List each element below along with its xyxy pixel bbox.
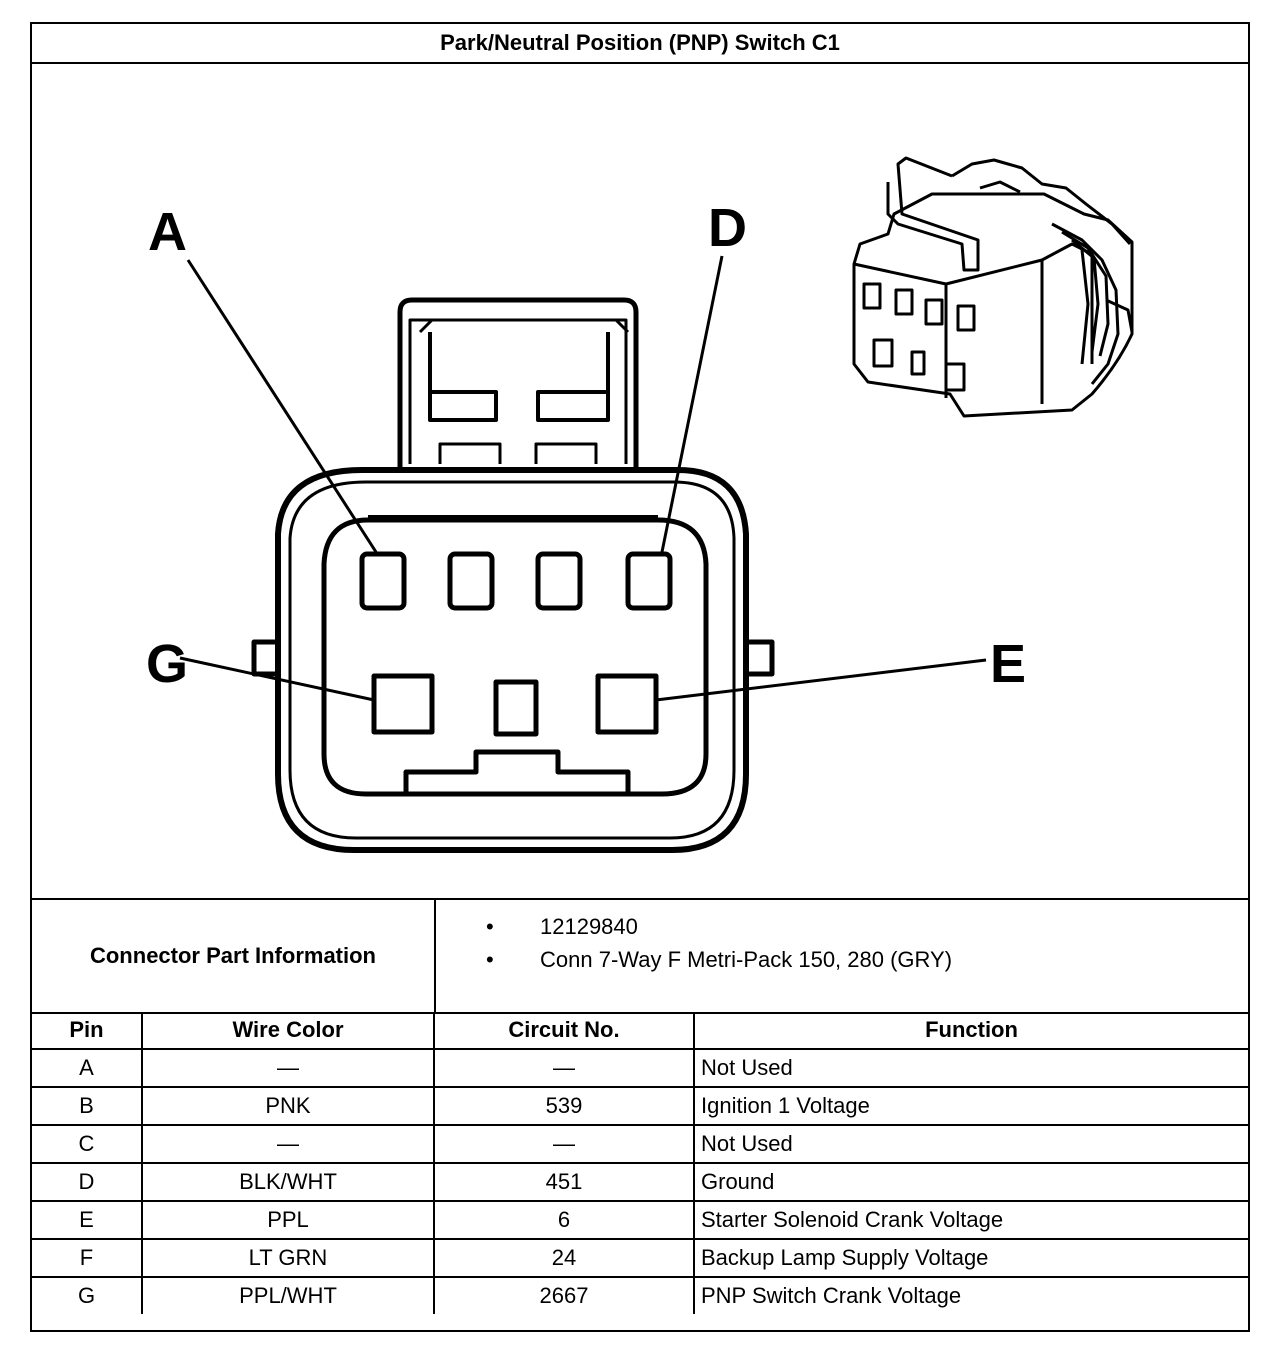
cell-circuit: — bbox=[433, 1048, 695, 1088]
cell-wire: — bbox=[141, 1048, 435, 1088]
leader-a bbox=[186, 259, 378, 553]
cell-circuit: 2667 bbox=[433, 1276, 695, 1314]
cell-function: Not Used bbox=[693, 1124, 1248, 1164]
table-row: F LT GRN 24 Backup Lamp Supply Voltage bbox=[32, 1238, 1248, 1278]
cell-function: PNP Switch Crank Voltage bbox=[693, 1276, 1248, 1314]
right-tab bbox=[746, 639, 775, 677]
table-row: B PNK 539 Ignition 1 Voltage bbox=[32, 1086, 1248, 1126]
table-row: C — — Not Used bbox=[32, 1124, 1248, 1164]
cell-circuit: 6 bbox=[433, 1200, 695, 1240]
housing-outer bbox=[275, 467, 749, 853]
connector-info-list: 12129840 Conn 7-Way F Metri-Pack 150, 28… bbox=[482, 910, 952, 976]
connector-face-drawing: A D G E bbox=[146, 156, 1134, 853]
cell-circuit: 451 bbox=[433, 1162, 695, 1202]
cell-function: Backup Lamp Supply Voltage bbox=[693, 1238, 1248, 1278]
cell-wire: LT GRN bbox=[141, 1238, 435, 1278]
cell-wire: — bbox=[141, 1124, 435, 1164]
cell-pin: E bbox=[32, 1200, 143, 1240]
cell-wire: PNK bbox=[141, 1086, 435, 1126]
connector-description: Conn 7-Way F Metri-Pack 150, 280 (GRY) bbox=[482, 943, 952, 976]
housing-inner bbox=[321, 517, 709, 797]
header-circuit: Circuit No. bbox=[433, 1012, 695, 1050]
cell-wire: BLK/WHT bbox=[141, 1162, 435, 1202]
cell-function: Starter Solenoid Crank Voltage bbox=[693, 1200, 1248, 1240]
connector-sheet: Park/Neutral Position (PNP) Switch C1 bbox=[30, 22, 1250, 1332]
connector-part-number: 12129840 bbox=[482, 910, 952, 943]
header-wire-color: Wire Color bbox=[141, 1012, 435, 1050]
cell-pin: G bbox=[32, 1276, 143, 1314]
cell-pin: A bbox=[32, 1048, 143, 1088]
connector-info-label: Connector Part Information bbox=[32, 900, 436, 1012]
header-function: Function bbox=[693, 1012, 1248, 1050]
table-row: D BLK/WHT 451 Ground bbox=[32, 1162, 1248, 1202]
page-title: Park/Neutral Position (PNP) Switch C1 bbox=[32, 24, 1248, 64]
cell-circuit: 539 bbox=[433, 1086, 695, 1126]
cell-function: Ignition 1 Voltage bbox=[693, 1086, 1248, 1126]
latch-outline bbox=[397, 297, 639, 470]
leader-g bbox=[179, 656, 375, 702]
cell-pin: B bbox=[32, 1086, 143, 1126]
pin-label-e: E bbox=[990, 634, 1026, 694]
terminal-c bbox=[535, 551, 583, 611]
pin-label-d: D bbox=[708, 198, 747, 258]
keying-notch bbox=[403, 749, 631, 794]
cell-circuit: — bbox=[433, 1124, 695, 1164]
terminal-g bbox=[371, 673, 435, 735]
cell-pin: C bbox=[32, 1124, 143, 1164]
terminal-f bbox=[493, 679, 539, 737]
connector-3d-illustration bbox=[852, 156, 1134, 418]
table-row: G PPL/WHT 2667 PNP Switch Crank Voltage bbox=[32, 1276, 1248, 1314]
pin-label-g: G bbox=[146, 634, 188, 694]
leader-d bbox=[660, 255, 724, 553]
cell-function: Ground bbox=[693, 1162, 1248, 1202]
header-pin: Pin bbox=[32, 1012, 143, 1050]
terminal-e bbox=[595, 673, 659, 735]
pin-label-a: A bbox=[148, 202, 187, 262]
terminal-b bbox=[447, 551, 495, 611]
left-tab bbox=[251, 639, 278, 677]
terminal-a bbox=[359, 551, 407, 611]
table-row: E PPL 6 Starter Solenoid Crank Voltage bbox=[32, 1200, 1248, 1240]
cell-wire: PPL/WHT bbox=[141, 1276, 435, 1314]
leader-e bbox=[655, 658, 987, 702]
cell-function: Not Used bbox=[693, 1048, 1248, 1088]
cell-pin: D bbox=[32, 1162, 143, 1202]
cell-pin: F bbox=[32, 1238, 143, 1278]
cell-circuit: 24 bbox=[433, 1238, 695, 1278]
connector-info-row: Connector Part Information 12129840 Conn… bbox=[32, 898, 1248, 1014]
connector-diagram: A D G E bbox=[32, 64, 1248, 898]
table-header-row: Pin Wire Color Circuit No. Function bbox=[32, 1012, 1248, 1050]
table-row: A — — Not Used bbox=[32, 1048, 1248, 1088]
terminal-d bbox=[625, 551, 673, 611]
pinout-table: Pin Wire Color Circuit No. Function A — … bbox=[32, 1012, 1248, 1314]
cell-wire: PPL bbox=[141, 1200, 435, 1240]
